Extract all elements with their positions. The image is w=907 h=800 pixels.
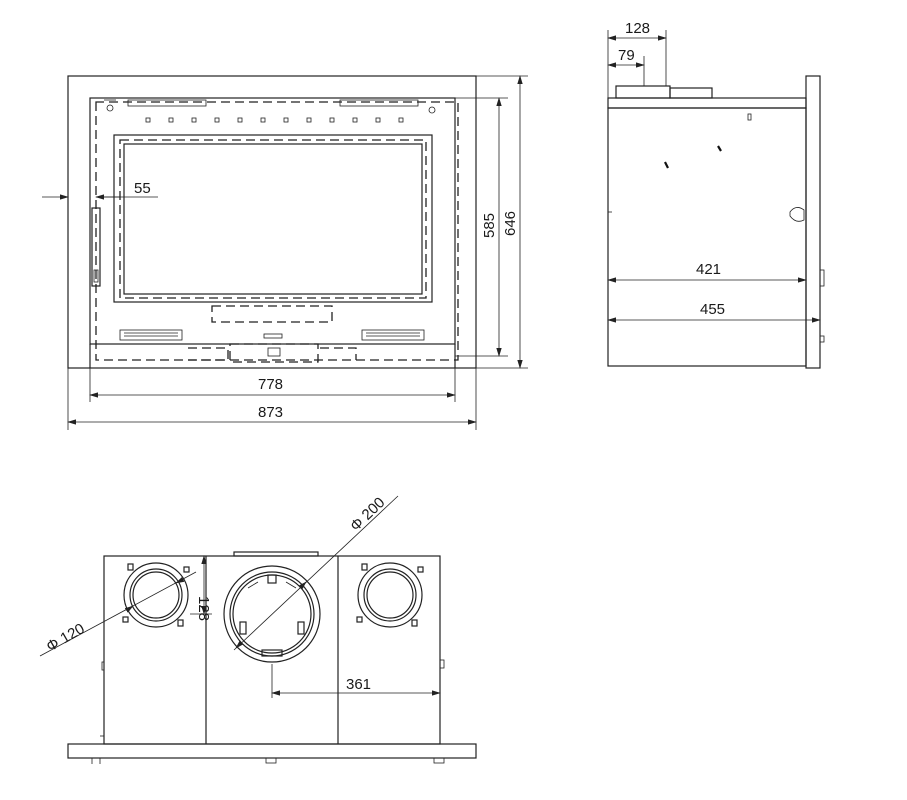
top-base-plate [67,743,477,759]
top-view: Φ 200 Φ 120 128 361 [39,494,477,764]
dim-flue-width: 128 [625,20,650,37]
side-front-frame [805,75,821,369]
left-outlet [122,562,190,628]
dim-side-offset: 55 [134,180,151,197]
front-view: 55 778 873 585 646 [42,75,528,430]
dim-flue-offset: 79 [618,47,635,64]
dim-center-distance: 361 [346,676,371,693]
side-body [607,107,807,367]
dim-depth-outer: 455 [700,301,725,318]
door-frame [113,134,433,303]
front-hidden-outline [95,101,459,361]
front-outer-frame [67,75,477,369]
dim-side-outlet-diameter: Φ 120 [44,620,88,655]
door-handle [91,207,101,287]
dim-height-inner: 585 [481,213,498,238]
ash-slot [211,305,333,323]
dim-width-outer: 873 [258,404,283,421]
front-bottom-vents [119,329,425,341]
main-flue-outlet [223,565,321,663]
dim-depth-inner: 421 [696,261,721,278]
right-outlet [356,562,424,628]
side-flue-collar [615,85,671,99]
side-handle-icon [789,207,805,222]
dim-height-outer: 646 [502,211,519,236]
front-top-fixings [145,117,404,123]
dim-main-flue-diameter: Φ 200 [347,494,388,535]
glass-panel [123,143,423,295]
dim-width-inner: 778 [258,376,283,393]
dim-outlet-offset: 128 [195,596,212,621]
side-view: 128 79 421 455 [607,20,825,369]
side-top-plate [607,97,807,109]
glass-hidden-outline [119,139,427,299]
